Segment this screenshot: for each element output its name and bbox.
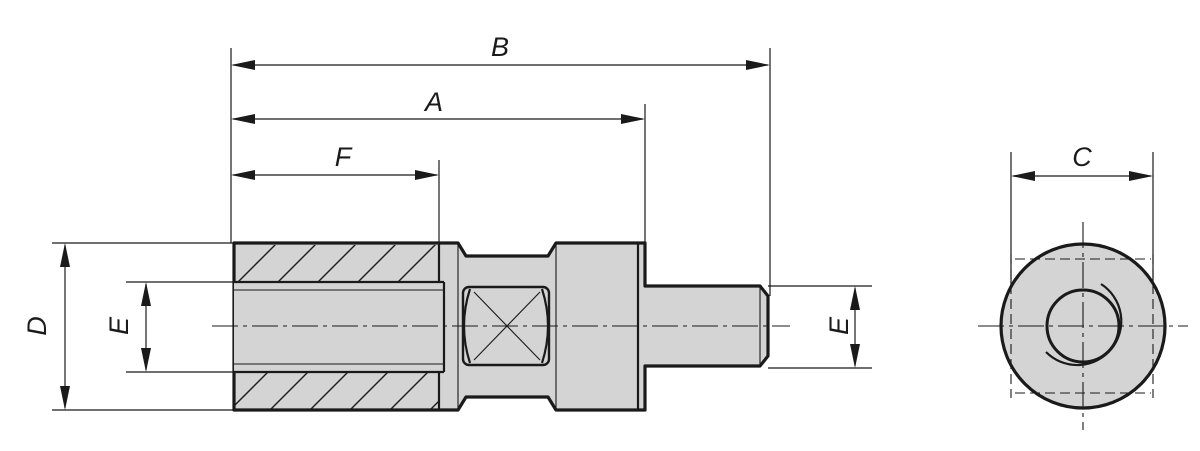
end-view-thread-arc bbox=[1045, 283, 1123, 367]
label-a: A bbox=[423, 87, 443, 117]
label-c: C bbox=[1072, 142, 1092, 172]
label-b: B bbox=[491, 32, 509, 62]
dimension-f bbox=[231, 170, 439, 180]
label-f: F bbox=[335, 142, 353, 172]
section-hatch-bottom bbox=[234, 372, 439, 409]
label-e-left: E bbox=[104, 316, 134, 335]
label-e-right: E bbox=[824, 316, 854, 335]
dimension-e-left bbox=[126, 281, 234, 373]
side-view bbox=[212, 241, 790, 412]
section-hatch-top bbox=[237, 245, 439, 282]
dimension-b bbox=[231, 60, 770, 70]
label-d: D bbox=[22, 316, 52, 336]
threaded-bore bbox=[234, 282, 444, 372]
dimension-lines bbox=[52, 48, 1154, 411]
dimension-a bbox=[231, 114, 645, 124]
dimension-e-right bbox=[768, 285, 872, 369]
end-view bbox=[978, 222, 1188, 430]
dimension-d bbox=[52, 242, 234, 411]
